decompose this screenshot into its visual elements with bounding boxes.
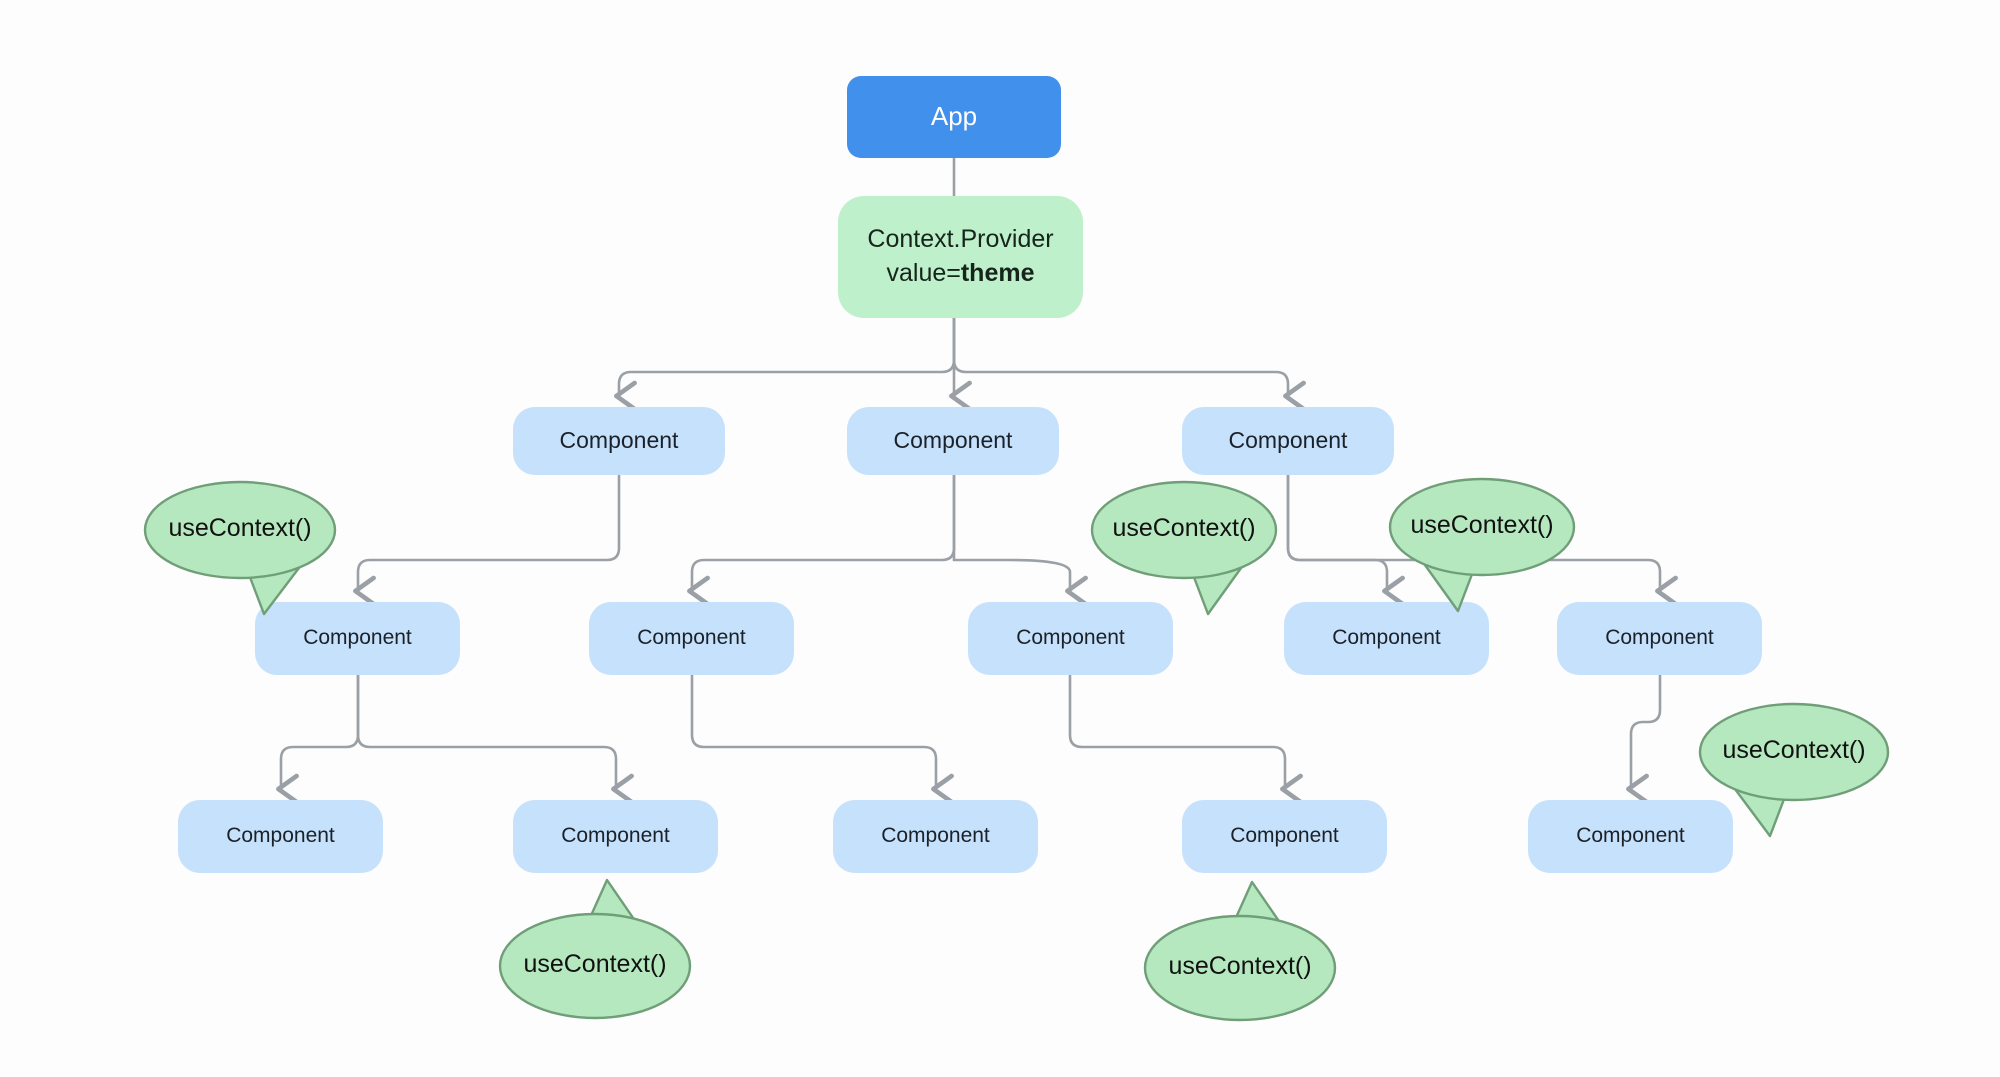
provider-value: value=theme <box>886 257 1034 291</box>
component-label: Component <box>303 626 412 650</box>
edge-row2-1-to-row3-1 <box>687 473 956 607</box>
node-component-row-2-1[interactable]: Component <box>847 407 1059 475</box>
component-label: Component <box>1576 824 1685 848</box>
component-label: Component <box>561 824 670 848</box>
provider-value-prefix: value= <box>886 259 961 287</box>
node-component-row-3-2[interactable]: Component <box>968 602 1173 675</box>
bubble-shape <box>143 480 337 616</box>
node-component-row-2-0[interactable]: Component <box>513 407 725 475</box>
bubble-shape <box>498 878 692 1020</box>
bubble-ellipse <box>1090 480 1278 580</box>
edge-provider-to-row2-0 <box>614 316 956 412</box>
bubble-shape <box>1698 702 1890 838</box>
edge-row3-2-to-row4-3 <box>1068 673 1303 805</box>
node-component-row-4-2[interactable]: Component <box>833 800 1038 873</box>
node-component-row-4-1[interactable]: Component <box>513 800 718 873</box>
bubble-ellipse <box>143 480 337 580</box>
node-component-row-4-0[interactable]: Component <box>178 800 383 873</box>
provider-value-bold: theme <box>960 259 1035 287</box>
node-component-row-3-1[interactable]: Component <box>589 602 794 675</box>
bubble-shape <box>1388 477 1576 613</box>
edge-row3-4-to-row4-4 <box>1626 673 1662 805</box>
usecontext-bubble-2[interactable]: useContext() <box>1052 442 1316 618</box>
bubble-ellipse <box>1143 914 1337 1022</box>
node-component-row-4-3[interactable]: Component <box>1182 800 1387 873</box>
bubble-shape <box>1143 880 1337 1022</box>
node-component-row-3-4[interactable]: Component <box>1557 602 1762 675</box>
node-component-row-2-2[interactable]: Component <box>1182 407 1394 475</box>
provider-title: Context.Provider <box>867 225 1054 254</box>
usecontext-bubble-4[interactable]: useContext() <box>1660 664 1928 840</box>
node-component-row-3-0[interactable]: Component <box>255 602 460 675</box>
component-label: Component <box>1605 626 1714 650</box>
bubble-ellipse <box>1698 702 1890 802</box>
component-label: Component <box>1228 427 1348 454</box>
component-label: Component <box>226 824 335 848</box>
usecontext-bubble-3[interactable]: useContext() <box>1350 439 1614 615</box>
component-label: Component <box>1016 626 1125 650</box>
bubble-ellipse <box>498 912 692 1020</box>
component-label: Component <box>881 824 990 848</box>
bubble-shape <box>1090 480 1278 616</box>
bubble-ellipse <box>1388 477 1576 577</box>
usecontext-bubble-5[interactable]: useContext() <box>460 874 730 1058</box>
component-label: Component <box>1230 824 1339 848</box>
node-app[interactable]: App <box>847 76 1061 158</box>
edge-row3-0-to-row4-1 <box>356 673 634 805</box>
connector-paths <box>276 156 1678 805</box>
edge-row2-1-to-row3-2 <box>952 473 1088 607</box>
node-context-provider[interactable]: Context.Provider value=theme <box>838 196 1083 318</box>
edge-provider-to-row2-2 <box>952 316 1306 412</box>
usecontext-bubble-6[interactable]: useContext() <box>1105 876 1375 1060</box>
edge-row3-0-to-row4-0 <box>276 673 360 805</box>
component-label: Component <box>559 427 679 454</box>
component-label: Component <box>893 427 1013 454</box>
usecontext-bubble-1[interactable]: useContext() <box>105 442 375 618</box>
edge-row3-1-to-row4-2 <box>690 673 954 805</box>
component-label: Component <box>1332 626 1441 650</box>
edge-row2-0-to-row3-0 <box>353 473 621 607</box>
node-component-row-4-4[interactable]: Component <box>1528 800 1733 873</box>
component-label: Component <box>637 626 746 650</box>
node-component-row-3-3[interactable]: Component <box>1284 602 1489 675</box>
